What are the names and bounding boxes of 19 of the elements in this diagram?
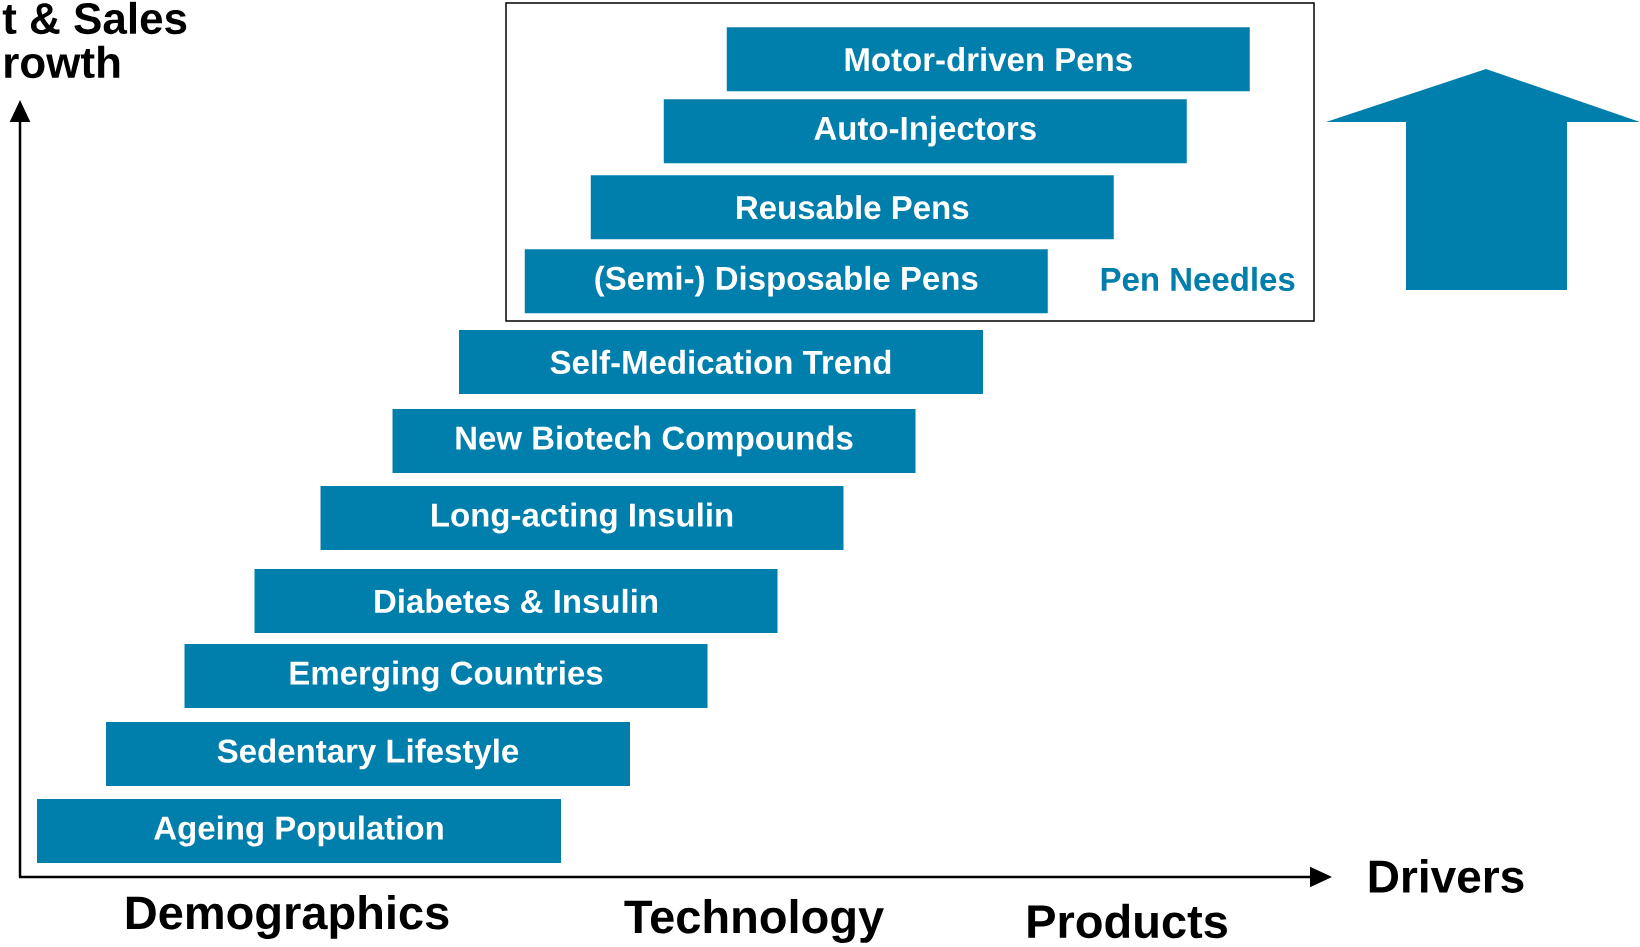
driver-bar: Long-acting Insulin: [320, 486, 844, 550]
driver-bar: (Semi-) Disposable Pens: [524, 249, 1048, 314]
driver-bar: Diabetes & Insulin: [254, 569, 778, 633]
driver-bar: Emerging Countries: [184, 644, 708, 708]
driver-bar: Reusable Pens: [590, 175, 1114, 240]
axis-label: rowth: [5, 45, 120, 79]
driver-bar: Auto-Injectors: [663, 99, 1187, 164]
axis-label: Products: [1028, 903, 1227, 939]
driver-bar: Motor-driven Pens: [726, 27, 1250, 92]
group-frame: [505, 2, 1315, 322]
axis-label: Drivers: [1369, 859, 1524, 893]
driver-bar: New Biotech Compounds: [392, 409, 916, 473]
axis-label: t & Sales: [2, 1, 187, 35]
driver-bar: Ageing Population: [37, 799, 561, 863]
axis-label: Technology: [624, 898, 884, 943]
group-label: Pen Needles: [1101, 266, 1295, 292]
driver-bar: Self-Medication Trend: [459, 330, 983, 394]
axis-label: Demographics: [126, 894, 449, 939]
driver-bar: Sedentary Lifestyle: [106, 722, 630, 786]
